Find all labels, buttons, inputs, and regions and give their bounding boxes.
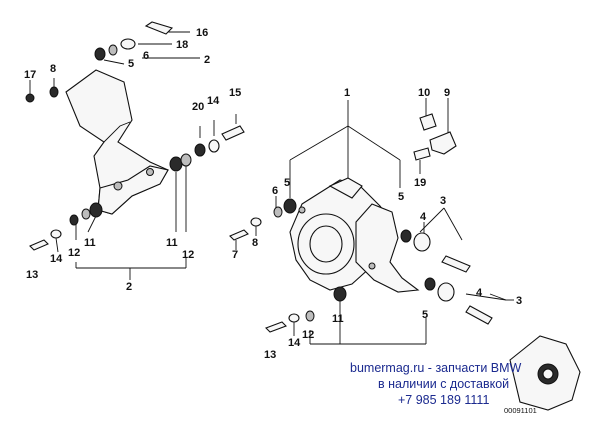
left-cover-bracket: [65, 69, 169, 215]
grommet-11b: [169, 156, 183, 172]
left-lower-fasteners: [29, 125, 245, 251]
clip-10: [419, 113, 437, 131]
callout-5c: 5: [398, 191, 404, 203]
watermark-line-1: bumermag.ru - запчасти BMW: [350, 361, 522, 375]
callout-13a: 13: [26, 269, 38, 281]
callout-9: 9: [444, 87, 450, 99]
callout-5a: 5: [128, 58, 134, 70]
washer-8b: [250, 217, 262, 227]
callout-7: 7: [232, 249, 238, 261]
washer-8a: [49, 86, 59, 98]
washer-12a: [69, 214, 79, 226]
top-left-fasteners: [25, 21, 174, 103]
damper-4b: [437, 282, 455, 302]
callout-labels: 16 18 6 2 5 17 8 1 10 9 20 14 15 6 5 5 1…: [24, 27, 522, 361]
callout-17: 17: [24, 69, 36, 81]
callout-11c: 11: [332, 313, 344, 325]
callout-14b: 14: [50, 253, 63, 265]
watermark-line-2: в наличии с доставкой: [378, 377, 509, 391]
engine-cover-main: [289, 177, 420, 293]
damper-4a: [413, 232, 431, 252]
callout-14a: 14: [207, 95, 220, 107]
grommet-11c: [333, 286, 347, 302]
callout-3a: 3: [440, 195, 446, 207]
sleeve-20: [208, 139, 220, 153]
bolt-13a: [29, 239, 49, 251]
callout-8b: 8: [252, 237, 258, 249]
callout-20: 20: [192, 101, 204, 113]
callout-14c: 14: [288, 337, 301, 349]
callout-18: 18: [176, 39, 188, 51]
callout-1: 1: [344, 87, 350, 99]
bracket-9: [429, 131, 457, 155]
callout-8a: 8: [50, 63, 56, 75]
bolt-19: [413, 147, 431, 161]
callout-12c: 12: [302, 329, 314, 341]
location-thumbnail: [509, 335, 581, 411]
washer-14a: [50, 229, 62, 239]
washer-18: [120, 38, 136, 50]
watermark: bumermag.ru - запчасти BMW в наличии с д…: [350, 361, 522, 407]
callout-16: 16: [196, 27, 208, 39]
callout-2b: 2: [126, 281, 132, 293]
washer-12b: [180, 153, 192, 167]
callout-6b: 6: [272, 185, 278, 197]
bolt-16: [144, 21, 174, 35]
callout-5b: 5: [284, 177, 290, 189]
callout-11a: 11: [84, 237, 96, 249]
callout-4a: 4: [420, 211, 427, 223]
stud-3b: [465, 305, 493, 325]
callout-4b: 4: [476, 287, 483, 299]
watermark-line-3: +7 985 189 1111: [398, 393, 489, 407]
washer-14c: [288, 313, 300, 323]
leader-lines: [29, 31, 514, 345]
callout-19: 19: [414, 177, 426, 189]
callout-2a: 2: [204, 54, 210, 66]
grommet-11a: [89, 202, 103, 218]
bolt-7: [229, 229, 249, 241]
callout-12a: 12: [68, 247, 80, 259]
callout-10: 10: [418, 87, 430, 99]
stud-3a: [441, 255, 471, 273]
grommet-5b: [283, 198, 297, 214]
washer-12c: [305, 310, 315, 322]
grommet-6a: [94, 47, 106, 61]
bolt-15: [221, 125, 245, 141]
callout-15: 15: [229, 87, 241, 99]
callout-6a: 6: [143, 50, 149, 62]
right-fasteners: [400, 113, 493, 325]
callout-5d: 5: [422, 309, 428, 321]
nut-17: [25, 93, 35, 103]
callout-13b: 13: [264, 349, 276, 361]
sleeve-5a: [108, 44, 118, 56]
diagram-code: 00091101: [504, 406, 537, 415]
callout-3b: 3: [516, 295, 522, 307]
bolt-13b: [265, 321, 287, 333]
callout-12b: 12: [182, 249, 194, 261]
callout-11b: 11: [166, 237, 178, 249]
mid-fasteners: [229, 198, 347, 333]
